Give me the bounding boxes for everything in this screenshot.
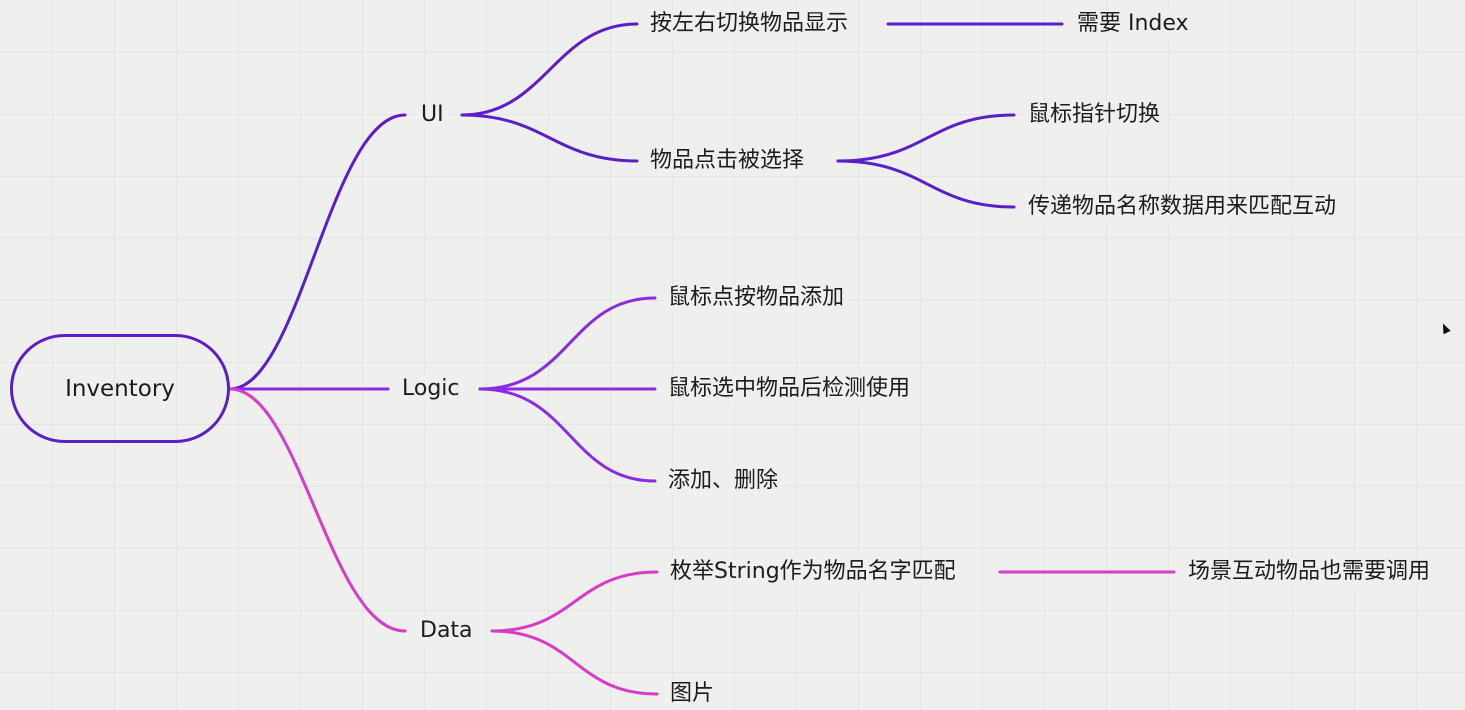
node-image[interactable]: 图片: [666, 680, 719, 708]
node-detect-use[interactable]: 鼠标选中物品后检测使用: [664, 375, 915, 403]
link-ui-switch: [460, 22, 639, 117]
node-switch-items[interactable]: 按左右切换物品显示: [646, 10, 853, 38]
node-ui[interactable]: UI: [417, 101, 448, 129]
link-logic-add-delete: [478, 387, 657, 483]
node-enum-string[interactable]: 枚举String作为物品名字匹配: [666, 558, 960, 586]
link-data-image: [490, 629, 659, 696]
link-data-enum: [490, 570, 659, 633]
root-node-label: Inventory: [65, 375, 175, 402]
node-needs-index[interactable]: 需要 Index: [1073, 10, 1193, 38]
node-item-selected[interactable]: 物品点击被选择: [646, 147, 809, 175]
node-pointer-switch[interactable]: 鼠标指针切换: [1024, 101, 1165, 129]
node-scene-items-call[interactable]: 场景互动物品也需要调用: [1184, 558, 1435, 586]
node-click-add-item[interactable]: 鼠标点按物品添加: [664, 284, 849, 312]
node-data[interactable]: Data: [416, 617, 477, 645]
link-root-data: [228, 387, 407, 633]
link-logic-add-click: [478, 296, 657, 391]
link-select-pass: [836, 159, 1016, 209]
link-root-ui: [228, 113, 407, 391]
node-pass-item-name[interactable]: 传递物品名称数据用来匹配互动: [1024, 193, 1341, 221]
link-ui-select: [460, 113, 639, 163]
link-select-pointer: [836, 113, 1016, 163]
root-node-inventory[interactable]: Inventory: [10, 334, 230, 443]
node-add-delete[interactable]: 添加、删除: [664, 467, 783, 495]
node-logic[interactable]: Logic: [398, 375, 464, 403]
